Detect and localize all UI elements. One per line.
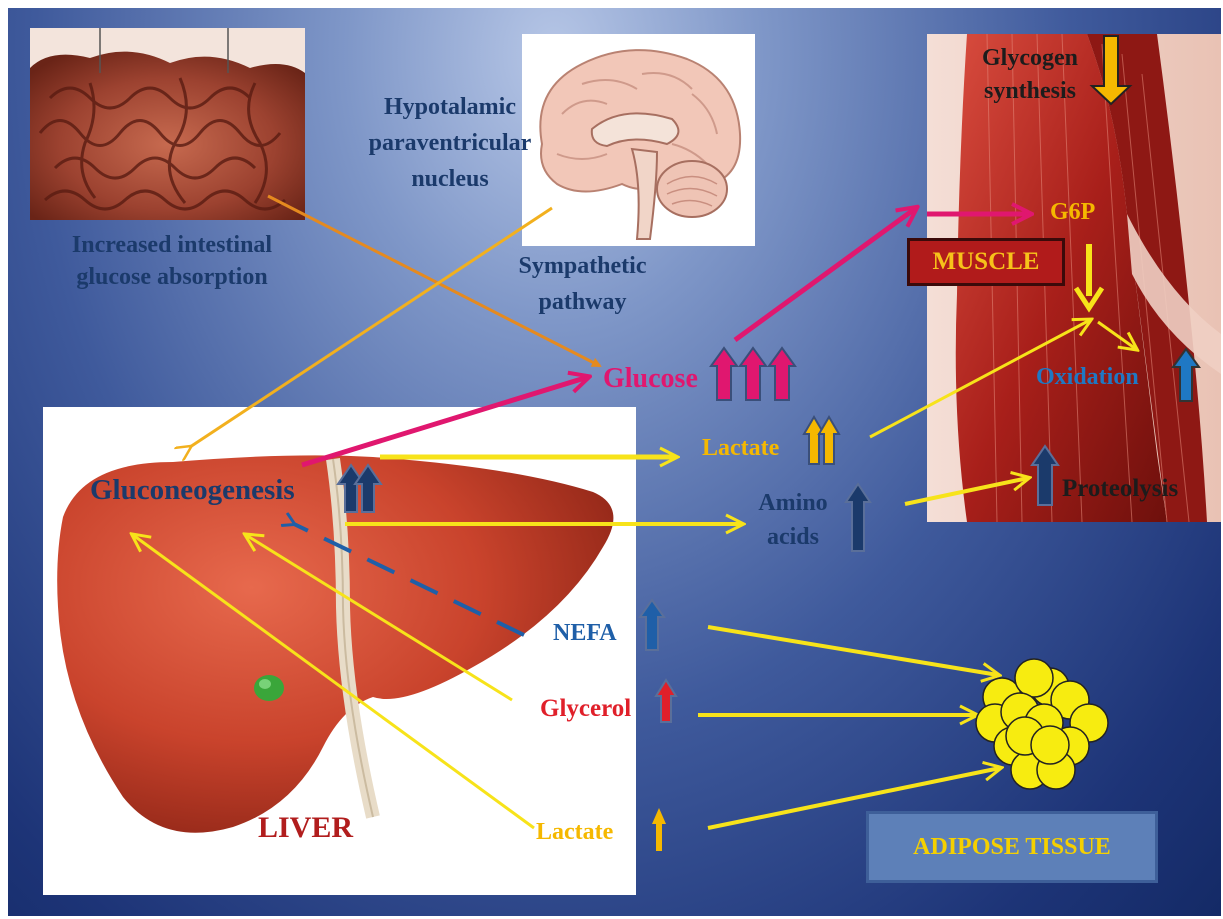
amino-acids-label: Amino acids (738, 486, 848, 554)
glycogen-label-line2: synthesis (955, 75, 1105, 108)
amino-acids-label-line1: Amino (738, 486, 848, 520)
gluconeogenesis-label: Gluconeogenesis (90, 474, 295, 507)
muscle-box: MUSCLE (907, 238, 1065, 286)
up-arrow-icon (804, 417, 824, 464)
up-arrow-icon (819, 417, 839, 464)
sympathetic-label-line2: pathway (490, 284, 675, 320)
proteolysis-label: Proteolysis (1062, 475, 1178, 503)
glycogen-label-line1: Glycogen (955, 42, 1105, 75)
g6p-label: G6P (1050, 199, 1095, 226)
amino-acids-label-line2: acids (738, 520, 848, 554)
up-arrow-icon (338, 465, 364, 512)
up-arrow-icon (652, 808, 666, 851)
glycogen-label: Glycogen synthesis (955, 42, 1105, 108)
up-arrow-icon (1173, 349, 1199, 401)
intestine-label: Increased intestinal glucose absorption (22, 229, 322, 293)
glycerol-label: Glycerol (540, 695, 631, 723)
lactate-top-label: Lactate (702, 435, 779, 462)
oxidation-label: Oxidation (1036, 364, 1139, 391)
lactate-bottom-label: Lactate (536, 819, 613, 846)
glucose-up-arrows (711, 348, 795, 400)
sympathetic-label: Sympathetic pathway (490, 248, 675, 320)
liver-label: LIVER (258, 811, 353, 845)
adipose-tissue-box: ADIPOSE TISSUE (866, 811, 1158, 883)
sympathetic-label-line1: Sympathetic (490, 248, 675, 284)
up-arrow-icon (740, 348, 766, 400)
up-arrow-icon (769, 348, 795, 400)
hypothalamic-label-line2: paraventricular (340, 125, 560, 161)
intestine-label-line1: Increased intestinal (22, 229, 322, 261)
glucose-label: Glucose (603, 363, 698, 395)
up-arrow-icon (640, 600, 664, 650)
hypothalamic-label-line3: nucleus (340, 161, 560, 197)
up-arrow-icon (846, 484, 870, 551)
up-arrow-icon (1032, 446, 1058, 505)
hypothalamic-label-line1: Hypotalamic (340, 89, 560, 125)
nefa-label: NEFA (553, 620, 617, 647)
up-arrow-icon (355, 465, 381, 512)
up-arrow-icon (711, 348, 737, 400)
hypothalamic-label: Hypotalamic paraventricular nucleus (340, 89, 560, 197)
intestine-label-line2: glucose absorption (22, 261, 322, 293)
up-arrow-icon (656, 680, 676, 722)
